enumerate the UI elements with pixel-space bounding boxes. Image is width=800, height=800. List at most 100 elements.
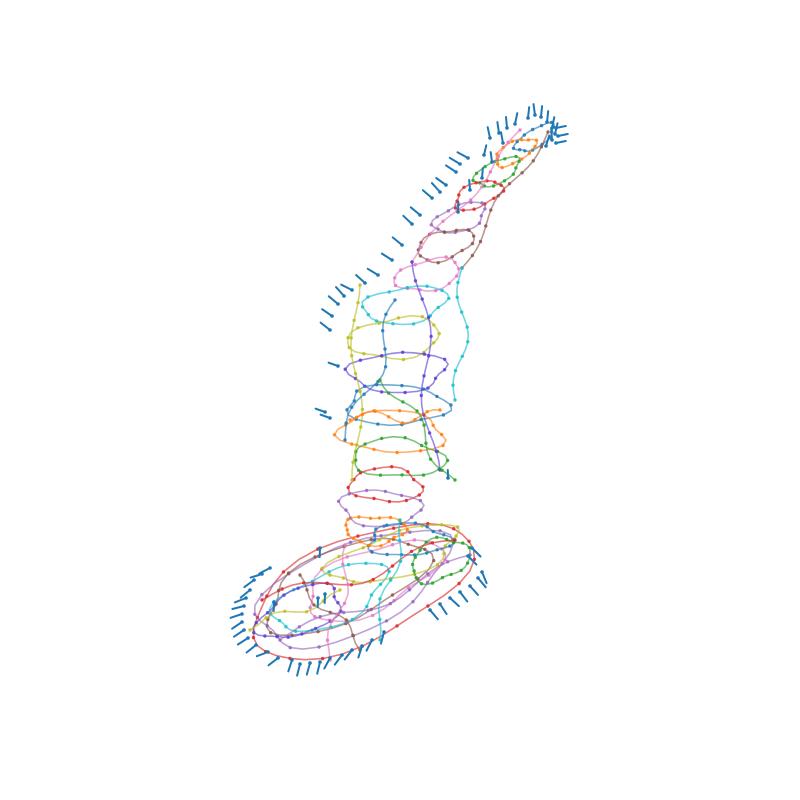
vertex-point — [418, 548, 422, 552]
vertex-point — [455, 525, 460, 529]
vertex-point — [425, 525, 429, 529]
vertex-point — [409, 549, 414, 554]
vertex-point — [510, 139, 515, 143]
vertex-point — [360, 407, 365, 412]
normal-tick — [540, 105, 544, 118]
normal-tick-base — [390, 258, 394, 262]
vertex-point — [352, 318, 356, 322]
vertex-point — [531, 127, 535, 132]
vertex-point — [316, 629, 320, 634]
normal-tick-base — [513, 122, 517, 126]
vertex-point — [442, 230, 446, 234]
vertex-point — [546, 130, 550, 134]
normal-tick-base — [240, 620, 244, 624]
vertex-point — [392, 535, 396, 540]
vertex-point — [400, 473, 404, 477]
normal-tick-base — [410, 222, 414, 226]
normal-tick-base — [490, 160, 494, 164]
normal-tick — [380, 252, 393, 261]
vertex-point — [474, 171, 479, 175]
vertex-point — [346, 582, 350, 587]
vertex-point — [421, 485, 425, 489]
normal-tick — [439, 603, 448, 616]
vertex-point — [444, 255, 448, 259]
vertex-point — [374, 319, 379, 323]
vertex-point — [350, 617, 355, 622]
vertex-point — [396, 316, 401, 320]
vertex-point — [341, 576, 346, 580]
vertex-point — [518, 128, 522, 132]
vertex-point — [297, 625, 302, 629]
vertex-point — [280, 587, 284, 591]
vertex-point — [533, 144, 537, 149]
vertex-point — [345, 408, 349, 412]
vertex-point — [461, 208, 465, 212]
vertex-point — [347, 345, 351, 350]
normal-tick — [545, 134, 551, 147]
vertex-point — [467, 545, 471, 550]
vertex-point — [385, 552, 389, 557]
normal-tick — [365, 639, 373, 652]
vertex-point — [479, 214, 483, 218]
vertex-point — [478, 239, 483, 244]
vertex-point — [277, 618, 282, 623]
vertex-point — [527, 151, 532, 155]
vertex-point — [278, 638, 282, 642]
vertex-point — [467, 539, 471, 543]
vertex-point — [344, 618, 348, 622]
vertex-point — [355, 443, 359, 447]
vertex-point — [439, 432, 444, 437]
vertex-point — [332, 433, 337, 437]
vertex-point — [460, 248, 464, 253]
vertex-point — [514, 166, 518, 170]
vertex-point — [351, 580, 356, 584]
vertex-point — [437, 331, 441, 336]
vertex-point — [436, 227, 440, 231]
vertex-point — [430, 541, 435, 545]
vertex-point — [311, 594, 315, 598]
normal-tick — [249, 573, 263, 579]
vertex-point — [361, 546, 365, 550]
vertex-point — [453, 398, 457, 402]
normal-tick-base — [533, 113, 537, 117]
normal-tick — [402, 214, 413, 225]
vertex-point — [380, 436, 384, 441]
vertex-point — [358, 540, 363, 544]
vertex-point — [420, 297, 424, 301]
vertex-point — [446, 560, 450, 564]
normal-tick-base — [248, 588, 252, 592]
vertex-point — [275, 634, 279, 639]
vertex-point — [372, 467, 377, 471]
vertex-point — [390, 564, 395, 568]
normal-tick — [343, 649, 353, 661]
vertex-point — [389, 578, 393, 582]
vertex-point — [351, 633, 355, 637]
normal-tick — [430, 182, 441, 193]
vertex-point — [390, 543, 395, 547]
vertex-point — [363, 442, 367, 446]
vertex-point — [358, 389, 362, 394]
vertex-point — [440, 523, 444, 527]
normal-tick — [233, 597, 247, 604]
normal-tick — [380, 631, 385, 645]
vertex-point — [281, 570, 286, 574]
normal-tick-base — [400, 243, 404, 247]
section-curve-19 — [411, 261, 441, 471]
vertex-point — [372, 496, 376, 501]
vertex-point — [269, 631, 273, 635]
vertex-point — [417, 493, 421, 497]
vertex-point — [403, 436, 407, 440]
vertex-point — [371, 613, 375, 618]
normal-tick — [421, 189, 433, 199]
vertex-point — [370, 550, 374, 554]
vertex-point — [351, 460, 355, 464]
vertex-point — [431, 529, 435, 534]
vertex-point — [492, 196, 496, 200]
vertex-point — [449, 403, 453, 407]
vertex-point — [383, 489, 388, 494]
normal-tick-base — [466, 156, 470, 160]
vertex-point — [366, 295, 370, 299]
vertex-point — [361, 524, 366, 528]
vertex-point — [354, 494, 358, 498]
